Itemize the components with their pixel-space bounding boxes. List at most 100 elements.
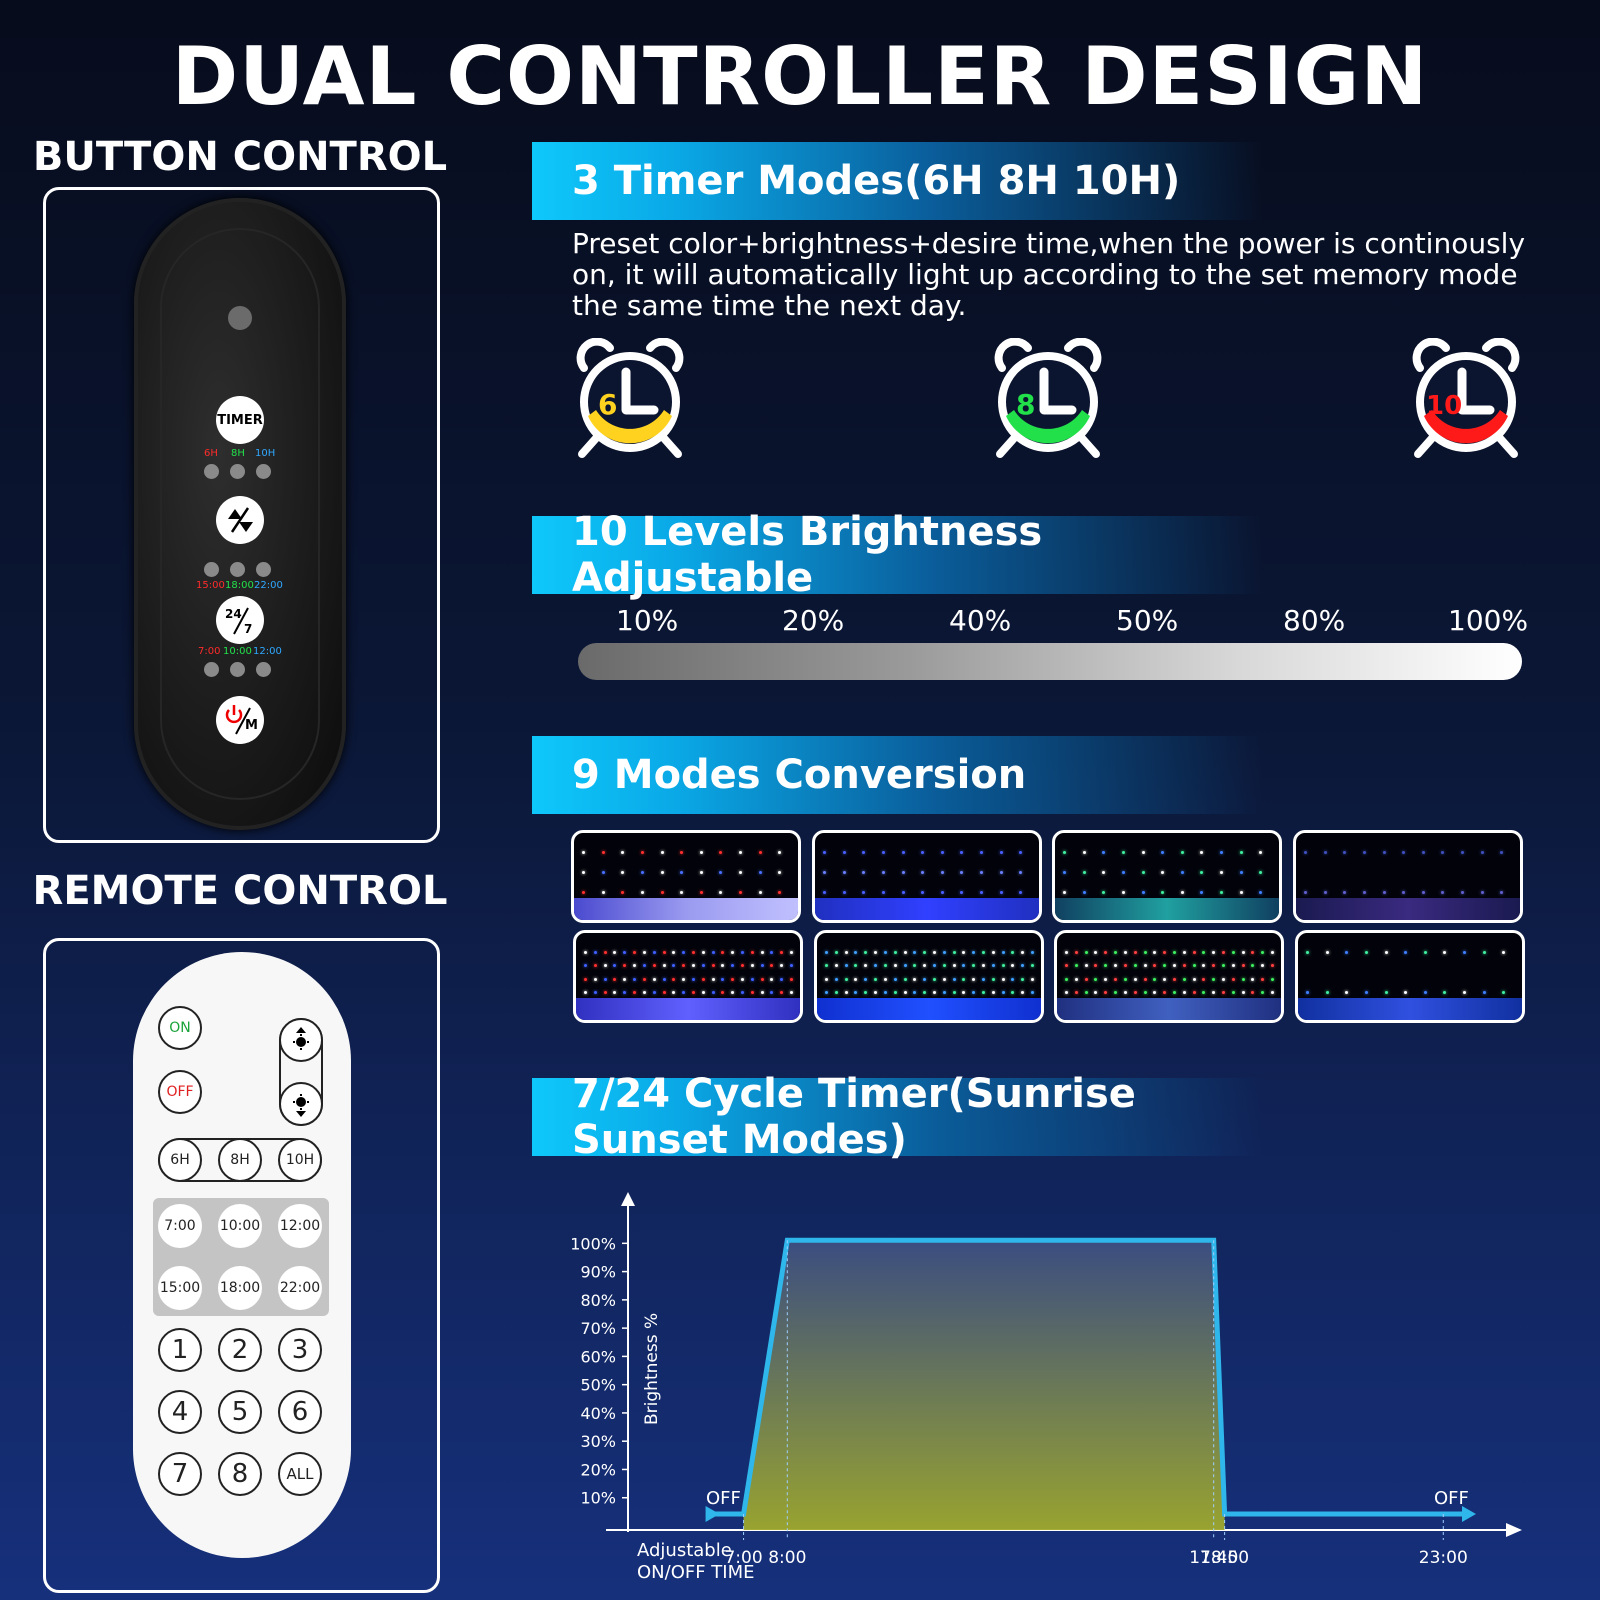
remote-number-8-button[interactable]: 8 <box>218 1452 262 1496</box>
clock-hours-label: 8 <box>1016 388 1035 421</box>
remote-time-15-button[interactable]: 15:00 <box>158 1266 202 1310</box>
y-tick-label: 40% <box>580 1404 616 1423</box>
remote-on-button[interactable]: ON <box>158 1006 202 1050</box>
cycle-24-7-button[interactable]: 24 7 <box>216 596 264 644</box>
indicator-dot <box>256 464 271 479</box>
brightness-area <box>743 1240 1225 1530</box>
remote-number-4-button[interactable]: 4 <box>158 1390 202 1434</box>
x-tick-label: 7:00 <box>724 1548 762 1568</box>
timer-8h-label: 8H <box>231 448 245 459</box>
remote-6h-button[interactable]: 6H <box>158 1138 202 1182</box>
light-glow <box>1298 998 1522 1020</box>
remote-control-panel <box>43 938 440 1593</box>
led-dots <box>582 851 790 895</box>
timer-modes-description: Preset color+brightness+desire time,when… <box>572 227 1526 322</box>
remote-number-1-button[interactable]: 1 <box>158 1328 202 1372</box>
timer-10h-label: 10H <box>255 448 276 459</box>
schedule-10-label: 10:00 <box>223 646 252 657</box>
remote-off-button[interactable]: OFF <box>158 1070 202 1114</box>
indicator-dot <box>230 562 245 577</box>
indicator-dot <box>256 562 271 577</box>
brightness-down-button[interactable] <box>279 1082 323 1126</box>
schedule-7-label: 7:00 <box>198 646 221 657</box>
brightness-level-label: 50% <box>1116 604 1179 637</box>
indicator-dot <box>204 662 219 677</box>
remote-time-22-button[interactable]: 22:00 <box>278 1266 322 1310</box>
power-icon <box>225 705 251 735</box>
cycle-24-7-icon: 24 7 <box>225 607 252 636</box>
remote-control-label: REMOTE CONTROL <box>32 868 448 914</box>
x-axis-arrow <box>1506 1523 1522 1537</box>
brightness-level-label: 100% <box>1448 604 1529 637</box>
y-tick-label: 90% <box>580 1263 616 1282</box>
light-glow <box>574 898 798 920</box>
indicator-dot <box>230 662 245 677</box>
timer-button[interactable]: TIMER <box>216 396 264 444</box>
light-glow <box>817 998 1041 1020</box>
brightness-gradient-bar <box>578 643 1522 680</box>
remote-number-5-button[interactable]: 5 <box>218 1390 262 1434</box>
button-controller: TIMER 6H 8H 10H 15:00 18:00 22:00 24 7 7… <box>134 198 346 830</box>
page-title: DUAL CONTROLLER DESIGN <box>171 30 1429 123</box>
led-dots <box>823 851 1031 895</box>
clock-hours-label: 6 <box>598 388 617 421</box>
alarm-clock-icon: 6 <box>570 337 690 464</box>
mode-preview-tile <box>573 930 803 1023</box>
alarm-clock-icon: 8 <box>988 337 1108 464</box>
brightness-updown-button[interactable] <box>216 496 264 544</box>
light-glow <box>1296 898 1520 920</box>
annotation-line-1: Adjustable <box>637 1540 732 1561</box>
remote-10h-button[interactable]: 10H <box>278 1138 322 1182</box>
remote-all-button[interactable]: ALL <box>278 1452 322 1496</box>
annotation-line-2: ON/OFF TIME <box>637 1562 755 1583</box>
led-dots <box>825 951 1034 995</box>
y-tick-label: 100% <box>570 1234 616 1253</box>
schedule-18-label: 18:00 <box>225 580 254 591</box>
remote-time-12-button[interactable]: 12:00 <box>278 1204 322 1248</box>
mode-preview-tile <box>1293 830 1523 923</box>
led-dots <box>1063 851 1271 895</box>
remote-number-3-button[interactable]: 3 <box>278 1328 322 1372</box>
power-mode-button[interactable]: M <box>216 696 264 744</box>
brightness-level-label: 20% <box>782 604 845 637</box>
brightness-level-label: 10% <box>616 604 679 637</box>
light-glow <box>1057 998 1281 1020</box>
remote-time-10-button[interactable]: 10:00 <box>218 1204 262 1248</box>
led-dots <box>584 951 793 995</box>
remote-number-6-button[interactable]: 6 <box>278 1390 322 1434</box>
mode-preview-tile <box>1052 830 1282 923</box>
schedule-12-label: 12:00 <box>253 646 282 657</box>
remote-time-7-button[interactable]: 7:00 <box>158 1204 202 1248</box>
remote-time-18-button[interactable]: 18:00 <box>218 1266 262 1310</box>
button-control-label: BUTTON CONTROL <box>32 134 448 180</box>
remote-number-2-button[interactable]: 2 <box>218 1328 262 1372</box>
y-axis-arrow <box>621 1192 635 1206</box>
x-tick-label: 17:45 <box>1189 1548 1238 1568</box>
mode-preview-tile <box>814 930 1044 1023</box>
mode-preview-tile <box>1054 930 1284 1023</box>
off-label-left: OFF <box>706 1488 741 1509</box>
button-control-panel <box>43 187 440 843</box>
y-tick-label: 60% <box>580 1347 616 1366</box>
svg-text:24: 24 <box>225 607 242 621</box>
brightness-line <box>706 1237 1462 1517</box>
mode-preview-tile <box>1295 930 1525 1023</box>
schedule-15-label: 15:00 <box>196 580 225 591</box>
cycle-timer-header: 7/24 Cycle Timer(Sunrise Sunset Modes) <box>532 1071 1262 1163</box>
brightness-up-button[interactable] <box>279 1018 323 1062</box>
light-glow <box>815 898 1039 920</box>
brightness-level-label: 80% <box>1283 604 1346 637</box>
indicator-dot <box>230 464 245 479</box>
schedule-22-label: 22:00 <box>254 580 283 591</box>
mode-preview-tile <box>571 830 801 923</box>
timer-6h-label: 6H <box>204 448 218 459</box>
mode-preview-tile <box>812 830 1042 923</box>
modes-header: 9 Modes Conversion <box>532 736 1262 814</box>
remote-8h-button[interactable]: 8H <box>218 1138 262 1182</box>
y-tick-label: 10% <box>580 1489 616 1508</box>
remote-number-7-button[interactable]: 7 <box>158 1452 202 1496</box>
svg-text:7: 7 <box>244 622 252 636</box>
x-tick-label: 23:00 <box>1419 1548 1468 1568</box>
remote-control: ON OFF 6H 8H 10H 7:00 10:00 12:00 15:00 … <box>133 952 351 1558</box>
